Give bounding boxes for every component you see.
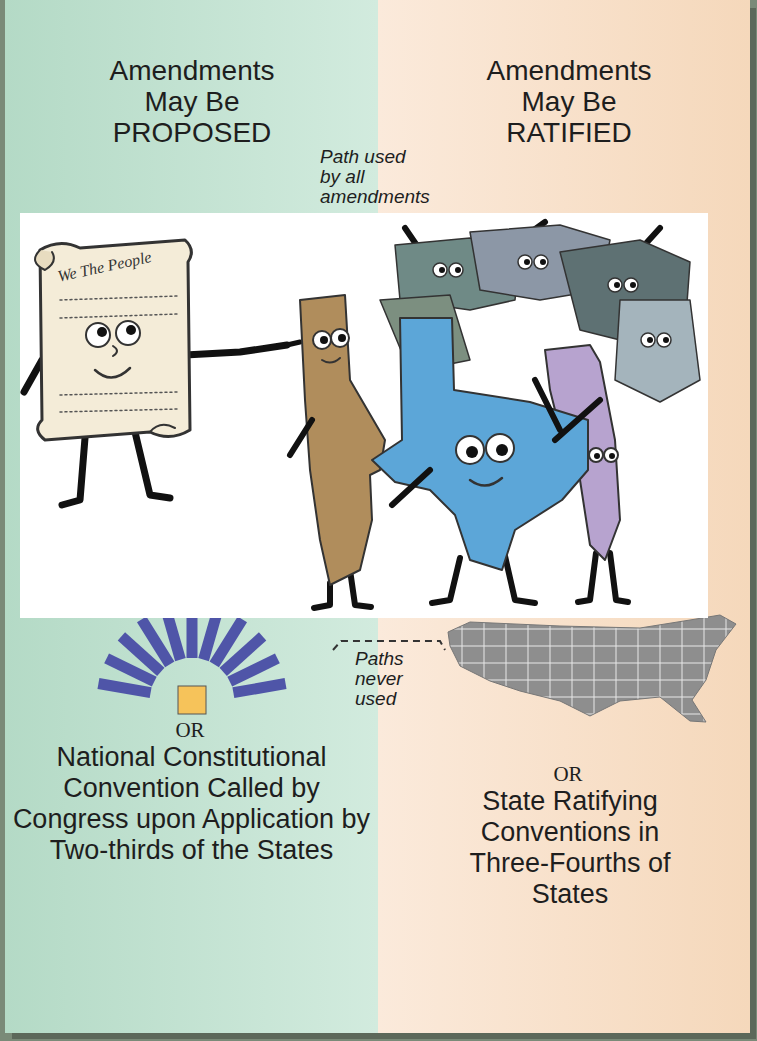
scroll-text: We The People (56, 248, 153, 285)
or-label: OR (543, 762, 593, 787)
convention-hall (178, 686, 206, 714)
or-label: OR (165, 718, 215, 743)
band-heading: Amendments May Be PROPOSED (97, 55, 287, 148)
convention-box: National Constitutional Convention Calle… (8, 650, 375, 880)
cartoon-panel (20, 213, 708, 618)
band-heading: Amendments May Be RATIFIED (474, 55, 664, 148)
method-text: National Constitutional Convention Calle… (8, 742, 375, 866)
sunburst-ray (98, 684, 150, 693)
states-cartoon (290, 222, 700, 608)
us-map (448, 615, 736, 722)
method-text: State Ratifying Conventions in Three-Fou… (450, 786, 690, 910)
sunburst-ray (230, 658, 278, 681)
state-convention-box: State Ratifying Conventions in Three-Fou… (390, 650, 745, 924)
sunburst-ray (233, 684, 285, 693)
path-label: Paths never used (355, 649, 427, 709)
ratification-band: Amendments May Be RATIFIED State Ratifyin… (378, 0, 750, 1033)
constitution-cartoon (24, 240, 300, 505)
convention-sunburst (98, 605, 285, 693)
path-note: Path used by all amendments (320, 147, 426, 207)
